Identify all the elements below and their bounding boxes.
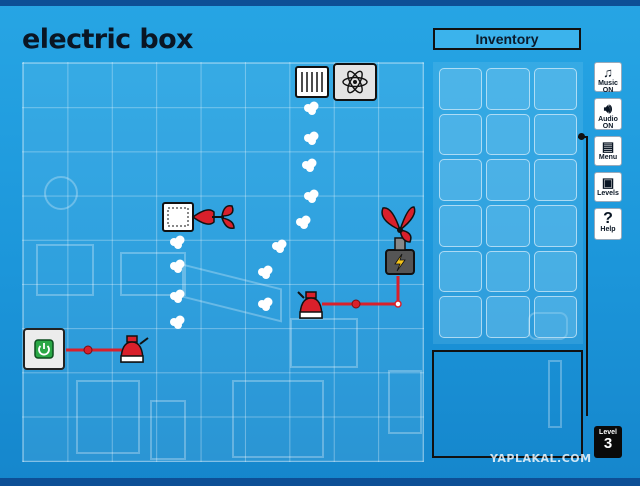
ghost-target-icon <box>44 176 78 210</box>
inventory-slot[interactable] <box>486 296 530 338</box>
music-note-icon: ♫ <box>603 65 613 80</box>
inventory-slot[interactable] <box>533 159 577 201</box>
inventory-slot[interactable] <box>533 250 577 293</box>
inventory-title: Inventory <box>433 28 581 50</box>
levels-button[interactable]: ▣ Levels <box>594 172 622 202</box>
radiator-top[interactable] <box>295 66 329 98</box>
ghost-block <box>290 318 358 368</box>
music-state: ON <box>602 87 614 94</box>
levels-label: Levels <box>597 190 619 197</box>
power-source-block[interactable] <box>23 328 65 370</box>
level-number: 3 <box>603 435 613 452</box>
bottom-bar <box>0 478 640 486</box>
music-toggle-button[interactable]: ♫ Music ON <box>594 62 622 94</box>
steam-puff <box>258 297 273 311</box>
inventory-slot[interactable] <box>533 113 577 156</box>
inventory-slot[interactable] <box>533 68 577 110</box>
inventory-slot[interactable] <box>439 250 483 293</box>
top-bar <box>0 0 640 6</box>
ghost-block <box>36 244 94 296</box>
steam-puff <box>302 158 317 172</box>
inventory-slot[interactable] <box>439 205 483 247</box>
menu-button[interactable]: ▤ Menu <box>594 136 622 166</box>
game-logo: electric box <box>22 24 193 55</box>
radiator-left[interactable] <box>162 202 194 232</box>
audio-label: Audio <box>598 116 618 123</box>
inventory-slot[interactable] <box>533 296 577 338</box>
steam-puff <box>304 101 319 115</box>
battery-block[interactable] <box>385 237 415 275</box>
inventory-grid <box>433 62 583 344</box>
question-mark-icon: ? <box>603 210 613 227</box>
audio-toggle-button[interactable]: 🔊︎ Audio ON <box>594 98 622 130</box>
steam-puff <box>272 239 287 253</box>
steam-puff <box>304 189 319 203</box>
inventory-drop-area[interactable] <box>432 350 583 458</box>
watermark: YAPLAKAL.COM <box>490 452 592 465</box>
steam-puff <box>170 289 185 303</box>
levels-grid-icon: ▣ <box>601 175 615 190</box>
ghost-pillar <box>150 400 186 460</box>
steam-puff <box>170 235 185 249</box>
steam-puffs <box>170 101 319 329</box>
ghost-block <box>120 252 186 296</box>
music-label: Music <box>598 80 618 87</box>
steam-puff <box>170 315 185 329</box>
document-icon: ▤ <box>601 139 615 154</box>
fan-top-right[interactable] <box>381 206 416 243</box>
inventory-slot[interactable] <box>486 113 530 156</box>
menu-label: Menu <box>598 154 618 161</box>
inventory-slot[interactable] <box>486 205 530 247</box>
speaker-icon: 🔊︎ <box>603 101 613 116</box>
steam-puff <box>258 265 273 279</box>
level-indicator: Level 3 <box>594 426 622 458</box>
ghost-stack <box>232 380 324 458</box>
ghost-stack <box>76 380 140 454</box>
inventory-slot[interactable] <box>439 296 483 338</box>
side-connector-line <box>586 136 588 416</box>
wire-power-to-heater <box>66 345 122 355</box>
inventory-slot[interactable] <box>439 113 483 156</box>
audio-state: ON <box>602 123 614 130</box>
inventory-slot[interactable] <box>486 159 530 201</box>
ghost-arrow <box>548 360 562 428</box>
steam-puff <box>170 259 185 273</box>
inventory-slot[interactable] <box>439 68 483 110</box>
steam-puff <box>296 215 311 229</box>
play-grid[interactable] <box>22 62 424 462</box>
level-label: Level <box>599 429 617 436</box>
inventory-slot[interactable] <box>533 205 577 247</box>
help-button[interactable]: ? Help <box>594 208 622 240</box>
inventory-slot[interactable] <box>486 68 530 110</box>
ghost-block <box>388 370 422 434</box>
inventory-slot[interactable] <box>439 159 483 201</box>
help-label: Help <box>600 226 616 233</box>
inventory-slot[interactable] <box>486 250 530 293</box>
heater-middle[interactable] <box>297 291 323 319</box>
wire-heater-to-battery <box>322 276 402 309</box>
atom-icon <box>342 70 368 94</box>
fan-left[interactable] <box>191 204 235 230</box>
side-connector-dot <box>578 133 585 140</box>
steam-puff <box>304 131 319 145</box>
atom-block[interactable] <box>333 63 377 101</box>
heater-left[interactable] <box>120 335 149 363</box>
